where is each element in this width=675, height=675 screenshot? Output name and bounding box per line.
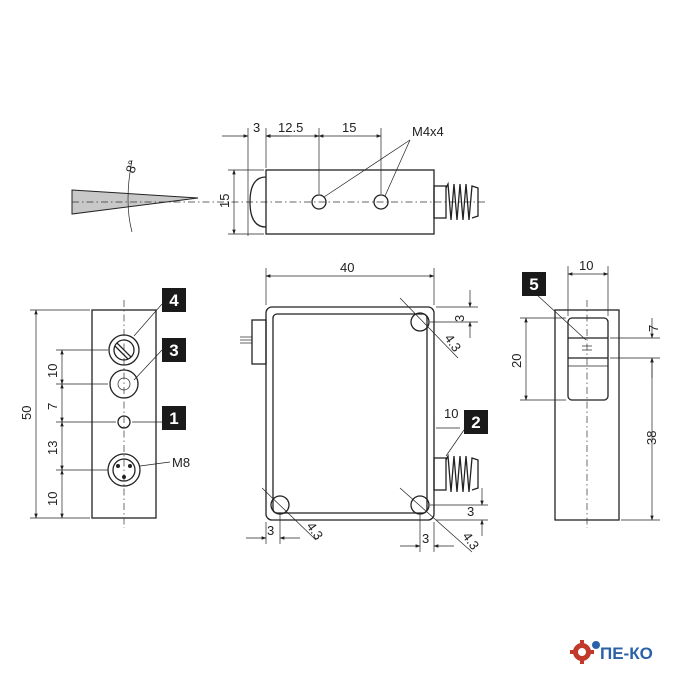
dim-7: 7 [45,403,60,410]
side-connector-thread [445,453,479,493]
dim-10-right: 10 [444,406,458,421]
top-lens [249,176,267,228]
badge-3: 3 [162,338,186,362]
dim-10b: 10 [45,492,60,506]
hole-leader-bl [261,487,317,541]
svg-text:1: 1 [169,409,178,428]
rear-window [567,317,609,401]
hole-leader-br [399,487,473,553]
dim-4-3-br: 4.3 [460,529,483,552]
badge-1: 1 [162,406,186,430]
svg-text:4: 4 [169,291,179,310]
side-housing-inner [272,313,428,514]
dim-13: 13 [45,441,60,455]
svg-text:5: 5 [529,275,538,294]
dim-50: 50 [19,406,34,420]
dim-20-rear: 20 [509,354,524,368]
top-connector-thread [445,181,479,221]
dim-15-height: 15 [217,194,232,208]
dim-4-3-bl: 4.3 [304,519,327,542]
mount-hole-2 [373,194,389,210]
dim-10-rear: 10 [579,258,593,273]
svg-text:3: 3 [169,341,178,360]
dim-3-tr: 3 [452,315,467,322]
dim-38-rear: 38 [644,431,659,445]
logo-text: ПЕ-КО [600,644,653,663]
dim-3-bl: 3 [267,523,274,538]
angle-arc [127,159,133,233]
top-view: 8° 3 12.5 15 M4x4 15 [71,120,485,236]
dim-7-rear: 7 [646,325,661,332]
dim-4-3-tr: 4.3 [442,331,465,354]
thread-leader-2 [384,139,411,197]
badge-4: 4 [162,288,186,312]
hole-leader-tr [399,297,459,359]
side-lens [251,319,267,365]
angle-label: 8° [123,158,141,174]
potentiometer-ring [108,334,140,366]
badge-5: 5 [522,272,546,296]
gear-icon [570,640,600,664]
badge-2: 2 [464,410,488,434]
dim-12-5-top: 12.5 [278,120,303,135]
mount-hole-1 [311,194,327,210]
front-housing [91,309,157,519]
rear-view: 10 5 20 7 38 [509,258,661,528]
m8-connector-inner [112,458,136,482]
dim-3-br: 3 [467,504,474,519]
front-view: M8 50 10 7 13 10 4 3 1 [19,288,190,528]
led-icon [117,377,131,391]
side-connector-base [433,457,447,491]
dim-3-top: 3 [253,120,260,135]
connector-label: M8 [172,455,190,470]
side-hole-tr [410,312,430,332]
dim-3-bb: 3 [422,531,429,546]
indicator-hole [117,415,131,429]
side-housing [265,306,435,521]
led-ring [109,369,139,399]
thread-label: M4x4 [412,124,444,139]
company-logo: ПЕ-КО [570,640,653,664]
thread-leader-1 [323,139,411,198]
top-connector-base [433,185,447,219]
dim-15-top: 15 [342,120,356,135]
side-view: 40 3 4.3 10 2 3 3 4.3 [240,260,488,553]
potentiometer-knob [113,339,135,361]
svg-text:2: 2 [471,413,480,432]
dim-10a: 10 [45,364,60,378]
dim-40: 40 [340,260,354,275]
